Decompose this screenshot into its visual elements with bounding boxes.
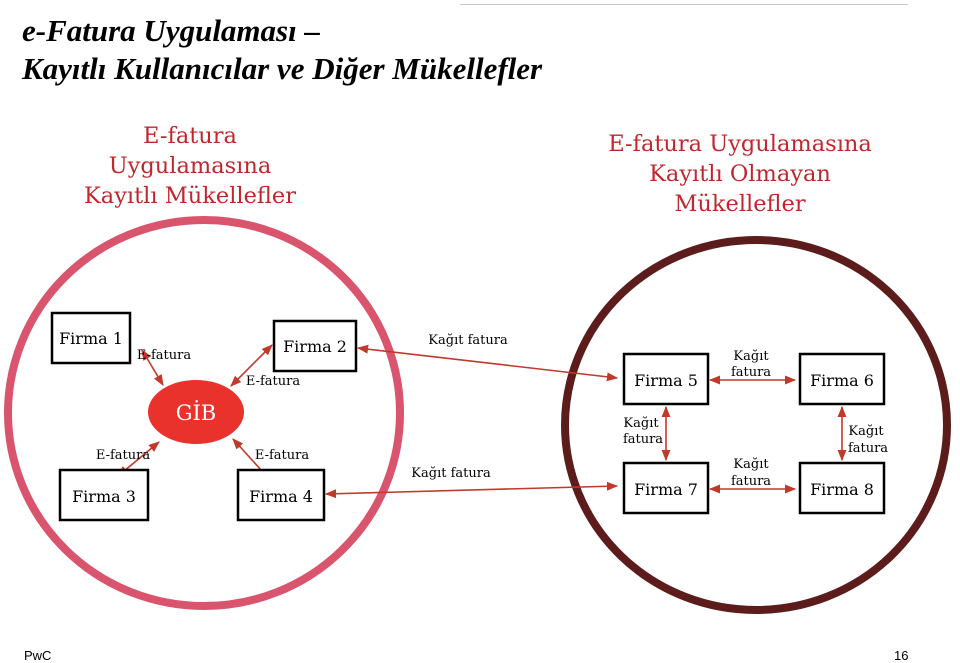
registered-group-heading: E-fatura Uygulamasına Kayıtlı Mükellefle… [30, 121, 350, 211]
firma-4-label: Firma 4 [249, 487, 313, 506]
firma-3-label: Firma 3 [72, 487, 136, 506]
arrow-firma1-gib [141, 349, 164, 386]
slide-title-line-1: e-Fatura Uygulaması – [22, 13, 320, 48]
unregistered-group-ring [561, 236, 951, 614]
edge-label-firma2-efatura: E-fatura [246, 374, 300, 389]
firma-7-label: Firma 7 [634, 480, 698, 499]
unregistered-heading-line-1: E-fatura Uygulamasına [608, 131, 872, 157]
unregistered-heading-line-3: Mükellefler [674, 191, 806, 217]
edge-label-firma5-firma6-kagit-line1: Kağıt [733, 349, 769, 364]
edge-label-firma6-firma8-kagit-line2: fatura [848, 441, 888, 456]
slide-title-line-2: Kayıtlı Kullanıcılar ve Diğer Mükellefle… [22, 51, 543, 86]
footer-brand: PwC [24, 648, 52, 663]
registered-heading-line-1: E-fatura [143, 123, 237, 149]
edge-label-firma6-firma8-kagit-line1: Kağıt [848, 424, 884, 439]
edge-label-firma2-firma5-kagit: Kağıt fatura [428, 333, 508, 348]
firma-4-box [236, 468, 326, 522]
firma-3-box [58, 468, 150, 522]
edge-label-firma5-firma7-kagit-line2: fatura [623, 432, 663, 447]
edge-label-firma5-firma6-kagit-line2: fatura [731, 365, 771, 380]
edge-label-firma4-firma7-kagit: Kağıt fatura [411, 466, 491, 481]
registered-group-ring [4, 216, 404, 610]
arrow-firma4-firma7 [324, 481, 619, 499]
slide-title: e-Fatura Uygulaması – Kayıtlı Kullanıcıl… [22, 12, 542, 88]
unregistered-group-heading: E-fatura Uygulamasına Kayıtlı Olmayan Mü… [560, 129, 920, 219]
arrow-firma2-firma5 [356, 344, 619, 382]
edge-label-firma5-firma7-kagit-line1: Kağıt [623, 416, 659, 431]
firma-8-box [798, 461, 886, 515]
gib-hub [148, 380, 244, 444]
firma-2-box [272, 319, 358, 373]
edge-label-firma7-firma8-kagit-line2: fatura [731, 474, 771, 489]
registered-heading-line-2: Uygulamasına [108, 153, 272, 179]
firma-8-label: Firma 8 [810, 480, 874, 499]
firma-5-label: Firma 5 [634, 371, 698, 390]
firma-6-box [798, 352, 886, 406]
footer-page-number: 16 [894, 648, 909, 663]
registered-heading-line-3: Kayıtlı Mükellefler [84, 183, 296, 209]
edge-label-firma1-efatura: E-fatura [137, 348, 191, 363]
firma-1-label: Firma 1 [59, 329, 123, 348]
firma-6-label: Firma 6 [810, 371, 874, 390]
edge-label-firma7-firma8-kagit-line1: Kağıt [733, 457, 769, 472]
firma-2-label: Firma 2 [283, 337, 347, 356]
edge-label-firma4-efatura: E-fatura [255, 448, 309, 463]
arrow-firma2-gib [230, 344, 273, 387]
firma-1-box [50, 311, 132, 365]
gib-hub-label: GİB [176, 401, 217, 425]
firma-7-box [622, 461, 710, 515]
top-rule [460, 4, 908, 5]
edge-label-firma3-efatura: E-fatura [96, 448, 150, 463]
firma-5-box [622, 352, 710, 406]
unregistered-heading-line-2: Kayıtlı Olmayan [649, 161, 831, 187]
